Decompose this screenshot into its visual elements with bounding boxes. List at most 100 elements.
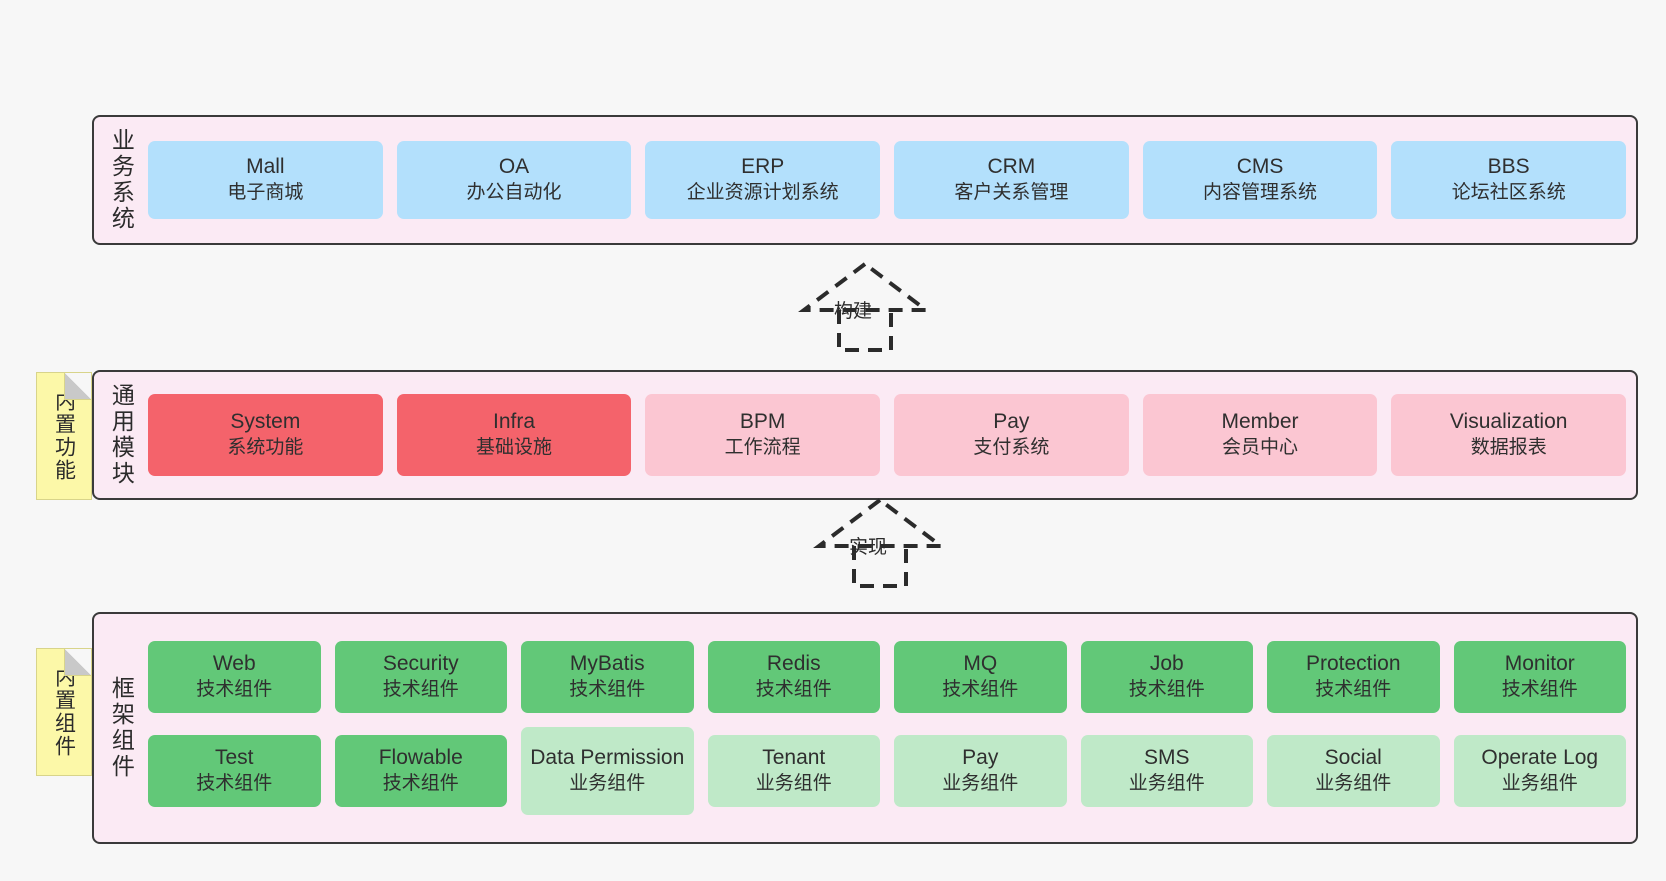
card-component-pay[interactable]: Pay 业务组件 xyxy=(894,735,1067,807)
card-title-cn: 电子商城 xyxy=(227,182,304,204)
card-title-en: BBS xyxy=(1487,155,1530,179)
card-component-web[interactable]: Web 技术组件 xyxy=(148,641,321,713)
card-title-cn: 支付系统 xyxy=(973,437,1050,459)
card-component-operate-log[interactable]: Operate Log 业务组件 xyxy=(1453,735,1626,807)
card-row-business-systems: Mall 电子商城 OA 办公自动化 ERP 企业资源计划系统 CRM 客户关系… xyxy=(148,141,1627,219)
card-title-cn: 技术组件 xyxy=(755,679,832,701)
card-title-en: MyBatis xyxy=(569,652,645,676)
card-title-cn: 技术组件 xyxy=(196,773,273,795)
card-title-cn: 业务组件 xyxy=(1501,773,1578,795)
card-component-job[interactable]: Job 技术组件 xyxy=(1080,641,1253,713)
card-title-en: Job xyxy=(1149,652,1184,676)
arrow-label-build: 构建 xyxy=(834,301,873,322)
card-component-tenant[interactable]: Tenant 业务组件 xyxy=(707,735,880,807)
card-title-cn: 会员中心 xyxy=(1222,437,1299,459)
card-component-sms[interactable]: SMS 业务组件 xyxy=(1080,735,1253,807)
card-title-en: Tenant xyxy=(762,746,826,770)
band-business-systems: 业务系统 Mall 电子商城 OA 办公自动化 ERP 企业资源计划系统 CRM… xyxy=(92,115,1638,245)
card-title-cn: 技术组件 xyxy=(382,679,459,701)
card-title-en: MQ xyxy=(963,652,998,676)
card-component-protection[interactable]: Protection 技术组件 xyxy=(1267,641,1440,713)
card-title-en: Flowable xyxy=(378,746,463,770)
generalization-arrow-icon xyxy=(798,261,932,352)
card-title-en: Pay xyxy=(962,746,999,770)
band-common-modules: 通用模块 System 系统功能 Infra 基础设施 BPM 工作流程 Pay… xyxy=(92,370,1638,500)
card-title-en: Web xyxy=(212,652,256,676)
card-business-cms[interactable]: CMS 内容管理系统 xyxy=(1142,141,1378,219)
card-title-cn: 工作流程 xyxy=(724,437,801,459)
card-component-test[interactable]: Test 技术组件 xyxy=(148,735,321,807)
card-component-data-permission[interactable]: Data Permission 业务组件 xyxy=(521,727,694,815)
card-business-crm[interactable]: CRM 客户关系管理 xyxy=(894,141,1129,219)
band-label-common-modules: 通用模块 xyxy=(108,383,135,487)
card-title-cn: 技术组件 xyxy=(196,679,273,701)
card-title-cn: 办公自动化 xyxy=(466,182,562,204)
card-title-en: CRM xyxy=(987,155,1036,179)
band-label-business-systems: 业务系统 xyxy=(108,128,135,232)
sticky-note-builtin-component: 内置组件 xyxy=(36,648,92,776)
card-title-en: Data Permission xyxy=(530,746,685,770)
arrow-implement: 实现 xyxy=(805,496,955,588)
card-component-monitor[interactable]: Monitor 技术组件 xyxy=(1453,641,1626,713)
sticky-note-builtin-function: 内置功能 xyxy=(36,372,92,500)
card-component-security[interactable]: Security 技术组件 xyxy=(334,641,507,713)
card-module-visualization[interactable]: Visualization 数据报表 xyxy=(1391,394,1627,476)
generalization-arrow-icon xyxy=(813,497,947,588)
card-component-flowable[interactable]: Flowable 技术组件 xyxy=(334,735,507,807)
arrow-label-implement: 实现 xyxy=(849,537,888,558)
sticky-note-label: 内置功能 xyxy=(52,390,76,482)
card-module-system[interactable]: System 系统功能 xyxy=(148,394,383,476)
card-title-cn: 业务组件 xyxy=(1315,773,1392,795)
band-body-common-modules: System 系统功能 Infra 基础设施 BPM 工作流程 Pay 支付系统… xyxy=(148,372,1636,498)
card-title-cn: 基础设施 xyxy=(476,437,553,459)
card-component-redis[interactable]: Redis 技术组件 xyxy=(707,641,880,713)
band-body-business-systems: Mall 电子商城 OA 办公自动化 ERP 企业资源计划系统 CRM 客户关系… xyxy=(148,117,1636,243)
card-title-en: OA xyxy=(498,155,530,179)
card-title-cn: 企业资源计划系统 xyxy=(686,182,839,204)
card-title-cn: 业务组件 xyxy=(1128,773,1205,795)
card-title-cn: 数据报表 xyxy=(1470,437,1547,459)
card-title-en: Security xyxy=(382,652,459,676)
card-row-common-modules: System 系统功能 Infra 基础设施 BPM 工作流程 Pay 支付系统… xyxy=(148,394,1627,476)
card-component-mq[interactable]: MQ 技术组件 xyxy=(894,641,1067,713)
card-title-en: System xyxy=(230,410,301,434)
card-row-framework-business: Test 技术组件 Flowable 技术组件 Data Permission … xyxy=(148,727,1626,815)
card-title-en: CMS xyxy=(1236,155,1284,179)
card-title-cn: 业务组件 xyxy=(942,773,1019,795)
card-title-en: SMS xyxy=(1143,746,1190,770)
card-module-bpm[interactable]: BPM 工作流程 xyxy=(645,394,881,476)
card-title-cn: 技术组件 xyxy=(942,679,1019,701)
card-title-cn: 论坛社区系统 xyxy=(1451,182,1566,204)
card-module-infra[interactable]: Infra 基础设施 xyxy=(396,394,632,476)
card-module-member[interactable]: Member 会员中心 xyxy=(1142,394,1378,476)
card-component-social[interactable]: Social 业务组件 xyxy=(1267,735,1440,807)
card-business-bbs[interactable]: BBS 论坛社区系统 xyxy=(1391,141,1627,219)
card-title-cn: 技术组件 xyxy=(382,773,459,795)
card-title-en: Pay xyxy=(993,410,1030,434)
card-title-en: ERP xyxy=(741,155,785,179)
card-title-cn: 业务组件 xyxy=(755,773,832,795)
card-component-mybatis[interactable]: MyBatis 技术组件 xyxy=(521,641,694,713)
card-title-en: Operate Log xyxy=(1481,746,1599,770)
card-title-en: Test xyxy=(214,746,254,770)
card-title-en: Visualization xyxy=(1449,410,1568,434)
card-title-en: BPM xyxy=(739,410,786,434)
card-title-cn: 技术组件 xyxy=(1501,679,1578,701)
card-business-oa[interactable]: OA 办公自动化 xyxy=(396,141,632,219)
card-title-en: Member xyxy=(1221,410,1299,434)
card-title-en: Protection xyxy=(1305,652,1401,676)
card-title-cn: 内容管理系统 xyxy=(1203,182,1318,204)
card-title-en: Infra xyxy=(492,410,536,434)
band-framework-components: 框架组件 Web 技术组件 Security 技术组件 MyBatis 技术组件… xyxy=(92,612,1638,844)
card-title-cn: 业务组件 xyxy=(569,773,646,795)
card-module-pay[interactable]: Pay 支付系统 xyxy=(894,394,1129,476)
card-business-mall[interactable]: Mall 电子商城 xyxy=(148,141,383,219)
card-title-cn: 系统功能 xyxy=(227,437,304,459)
card-business-erp[interactable]: ERP 企业资源计划系统 xyxy=(645,141,881,219)
card-row-framework-tech: Web 技术组件 Security 技术组件 MyBatis 技术组件 Redi… xyxy=(148,641,1626,713)
band-label-framework-components: 框架组件 xyxy=(108,676,135,780)
card-title-cn: 技术组件 xyxy=(569,679,646,701)
card-title-en: Monitor xyxy=(1504,652,1575,676)
sticky-note-label: 内置组件 xyxy=(52,666,76,758)
